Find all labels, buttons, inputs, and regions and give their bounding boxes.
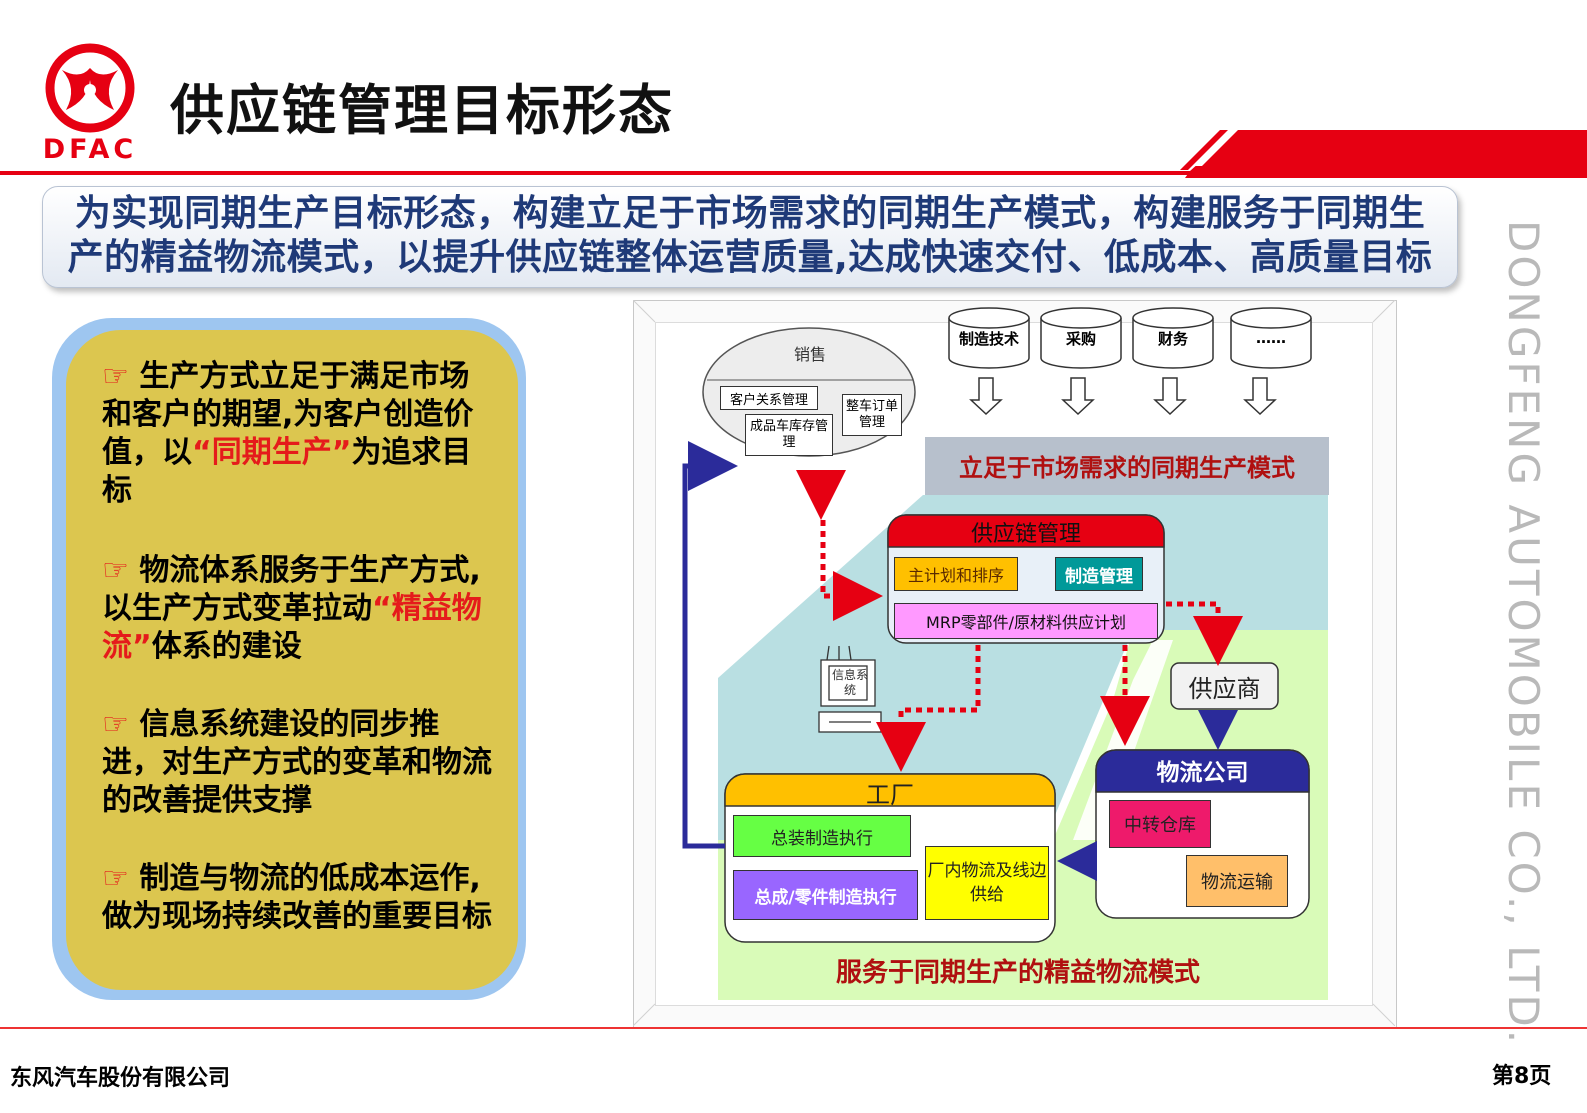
mode2-label: 服务于同期生产的精益物流模式 [835, 957, 1200, 988]
scm-title: 供应链管理 [970, 522, 1081, 547]
dept-manufacturing-tech: 制造技术 [958, 329, 1019, 348]
mode1-label: 立足于市场需求的同期生产模式 [959, 453, 1295, 482]
logo-text: DFAC [43, 134, 137, 165]
parts-manufacturing-box: 总成/零件制造执行 [733, 870, 918, 920]
computer-icon [818, 645, 882, 733]
goal-text: 物流体系服务于生产方式,以生产方式变革拉动 [102, 553, 481, 626]
summary-banner-text: 为实现同期生产目标形态，构建立足于市场需求的同期生产模式，构建服务于同期生产的精… [67, 193, 1433, 278]
goal-text: 体系的建设 [151, 629, 302, 664]
goal-highlight: “精益物流” [102, 591, 482, 664]
dfac-logo: DFAC [30, 40, 150, 165]
goal-text: 为追求目标 [102, 435, 472, 508]
logistics-transport-box: 物流运输 [1186, 855, 1288, 907]
info-system-label: 信息系统 [831, 668, 868, 697]
manufacturing-mgmt-box: 制造管理 [1055, 557, 1143, 591]
vehicle-order-box: 整车订单管理 [842, 394, 902, 436]
summary-banner [42, 186, 1458, 288]
goal-text: 制造与物流的低成本运作,做为现场持续改善的重要目标 [102, 861, 492, 934]
logistics-company-title: 物流公司 [1156, 760, 1249, 786]
hand-pointer-icon: ☞ [102, 553, 129, 588]
mrp-box: MRP零部件/原材料供应计划 [894, 603, 1158, 639]
dept-purchasing: 采购 [1065, 329, 1096, 348]
factory-title: 工厂 [866, 780, 914, 809]
dept-finance: 财务 [1157, 329, 1188, 348]
final-assembly-box: 总装制造执行 [733, 815, 911, 857]
sales-title: 销售 [793, 345, 826, 364]
hand-pointer-icon: ☞ [102, 359, 129, 394]
page-number: 第8页 [1492, 1064, 1552, 1089]
company-watermark: DONGFENG AUTOMOBILE CO., LTD. [1499, 220, 1548, 1047]
crm-box: 客户关系管理 [720, 386, 818, 410]
goal-highlight: “同期生产” [192, 435, 352, 470]
inplant-logistics-box: 厂内物流及线边供给 [925, 846, 1049, 920]
hand-pointer-icon: ☞ [102, 861, 129, 896]
goals-panel [66, 330, 518, 990]
goal-bullet-4: ☞ 制造与物流的低成本运作,做为现场持续改善的重要目标 [102, 860, 498, 936]
master-plan-box: 主计划和排序 [894, 557, 1018, 591]
goal-text: 生产方式立足于满足市场和客户的期望,为客户创造价值，以 [102, 359, 474, 470]
goal-bullet-1: ☞ 生产方式立足于满足市场和客户的期望,为客户创造价值，以“同期生产”为追求目标 [102, 358, 498, 510]
page-title: 供应链管理目标形态 [170, 79, 674, 142]
footer-divider [0, 1027, 1587, 1029]
transfer-warehouse-box: 中转仓库 [1109, 800, 1211, 848]
goal-bullet-3: ☞ 信息系统建设的同步推进，对生产方式的变革和物流的改善提供支撑 [102, 706, 498, 820]
goal-bullet-2: ☞ 物流体系服务于生产方式,以生产方式变革拉动“精益物流”体系的建设 [102, 552, 498, 666]
header-red-stripes [1180, 130, 1587, 170]
hand-pointer-icon: ☞ [102, 707, 129, 742]
dept-more: …… [1256, 329, 1286, 347]
footer-company: 东风汽车股份有限公司 [10, 1066, 231, 1091]
goal-text: 信息系统建设的同步推进，对生产方式的变革和物流的改善提供支撑 [102, 707, 492, 818]
finished-car-inventory-box: 成品车库存管理 [745, 414, 833, 456]
supplier-box: 供应商 [1188, 674, 1261, 703]
